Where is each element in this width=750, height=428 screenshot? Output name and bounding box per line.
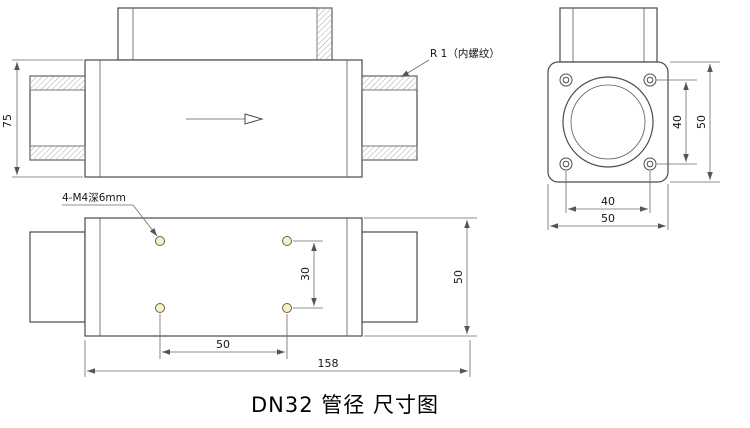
plan-right-port-outline [361, 231, 418, 323]
side-view: 75 R 1（内螺纹） [1, 7, 500, 178]
dim-end-50h-label: 50 [601, 212, 615, 225]
dim-plan-30: 30 [293, 240, 323, 309]
bolt-hole-inner [646, 76, 654, 84]
body-side-outline [84, 59, 363, 178]
mounting-hole [155, 303, 165, 313]
mounting-hole [155, 236, 165, 246]
plan-view: 4-M4深6mm 30 50 [29, 192, 477, 377]
dim-end-40h-label: 40 [601, 195, 615, 208]
dim-height-75: 75 [1, 59, 83, 178]
mounting-hole [282, 303, 292, 313]
dim-plan-158-label: 158 [318, 357, 339, 370]
flow-arrow-icon [186, 113, 264, 125]
holes-callout-label: 4-M4深6mm [62, 192, 126, 204]
thread-callout-leader [400, 59, 430, 78]
dim-plan-50-holes: 50 [159, 314, 288, 359]
flange-outline [547, 61, 669, 183]
plan-left-port-outline [29, 231, 86, 323]
flow-arrow-head [244, 113, 264, 125]
dim-plan-50-width-label: 50 [452, 270, 465, 284]
dim-end-40v-label: 40 [671, 115, 684, 129]
top-port-section-hatch [316, 7, 333, 61]
right-port-thread-bottom [361, 145, 418, 161]
dim-end-40-vertical: 40 [657, 79, 697, 165]
thread-callout: R 1（内螺纹） [400, 47, 500, 78]
mounting-holes [155, 236, 292, 313]
dim-plan-158: 158 [84, 340, 471, 377]
dim-75-label: 75 [1, 114, 14, 128]
dim-end-50v-label: 50 [695, 115, 708, 129]
drawing-caption: DN32 管径 尺寸图 [251, 393, 439, 417]
bore-outer-circle [562, 76, 654, 168]
holes-callout-leader [132, 204, 158, 237]
dim-end-50-vertical: 50 [670, 61, 720, 183]
end-view: 40 50 40 50 [547, 7, 720, 230]
bolt-hole-inner [562, 160, 570, 168]
end-top-port-outline [559, 7, 658, 63]
bolt-hole-inner [562, 76, 570, 84]
flange-bolt-holes [559, 73, 657, 171]
dim-plan-50-width: 50 [364, 217, 477, 337]
left-port [29, 75, 86, 161]
holes-callout: 4-M4深6mm [62, 192, 158, 237]
right-port-thread-top [361, 75, 418, 91]
bore-inner-circle [570, 84, 646, 160]
right-port [361, 75, 418, 161]
dim-plan-30-label: 30 [299, 267, 312, 281]
left-port-thread-bottom [29, 145, 86, 161]
left-port-thread-top [29, 75, 86, 91]
dim-plan-50-holes-label: 50 [216, 338, 230, 351]
plan-body-outline [84, 217, 363, 337]
top-port-outline [117, 7, 333, 61]
mounting-hole [282, 236, 292, 246]
bolt-hole-inner [646, 160, 654, 168]
dim-end-40-horizontal: 40 [565, 171, 651, 213]
thread-callout-label: R 1（内螺纹） [430, 47, 500, 60]
dim-end-50-horizontal: 50 [547, 184, 669, 230]
